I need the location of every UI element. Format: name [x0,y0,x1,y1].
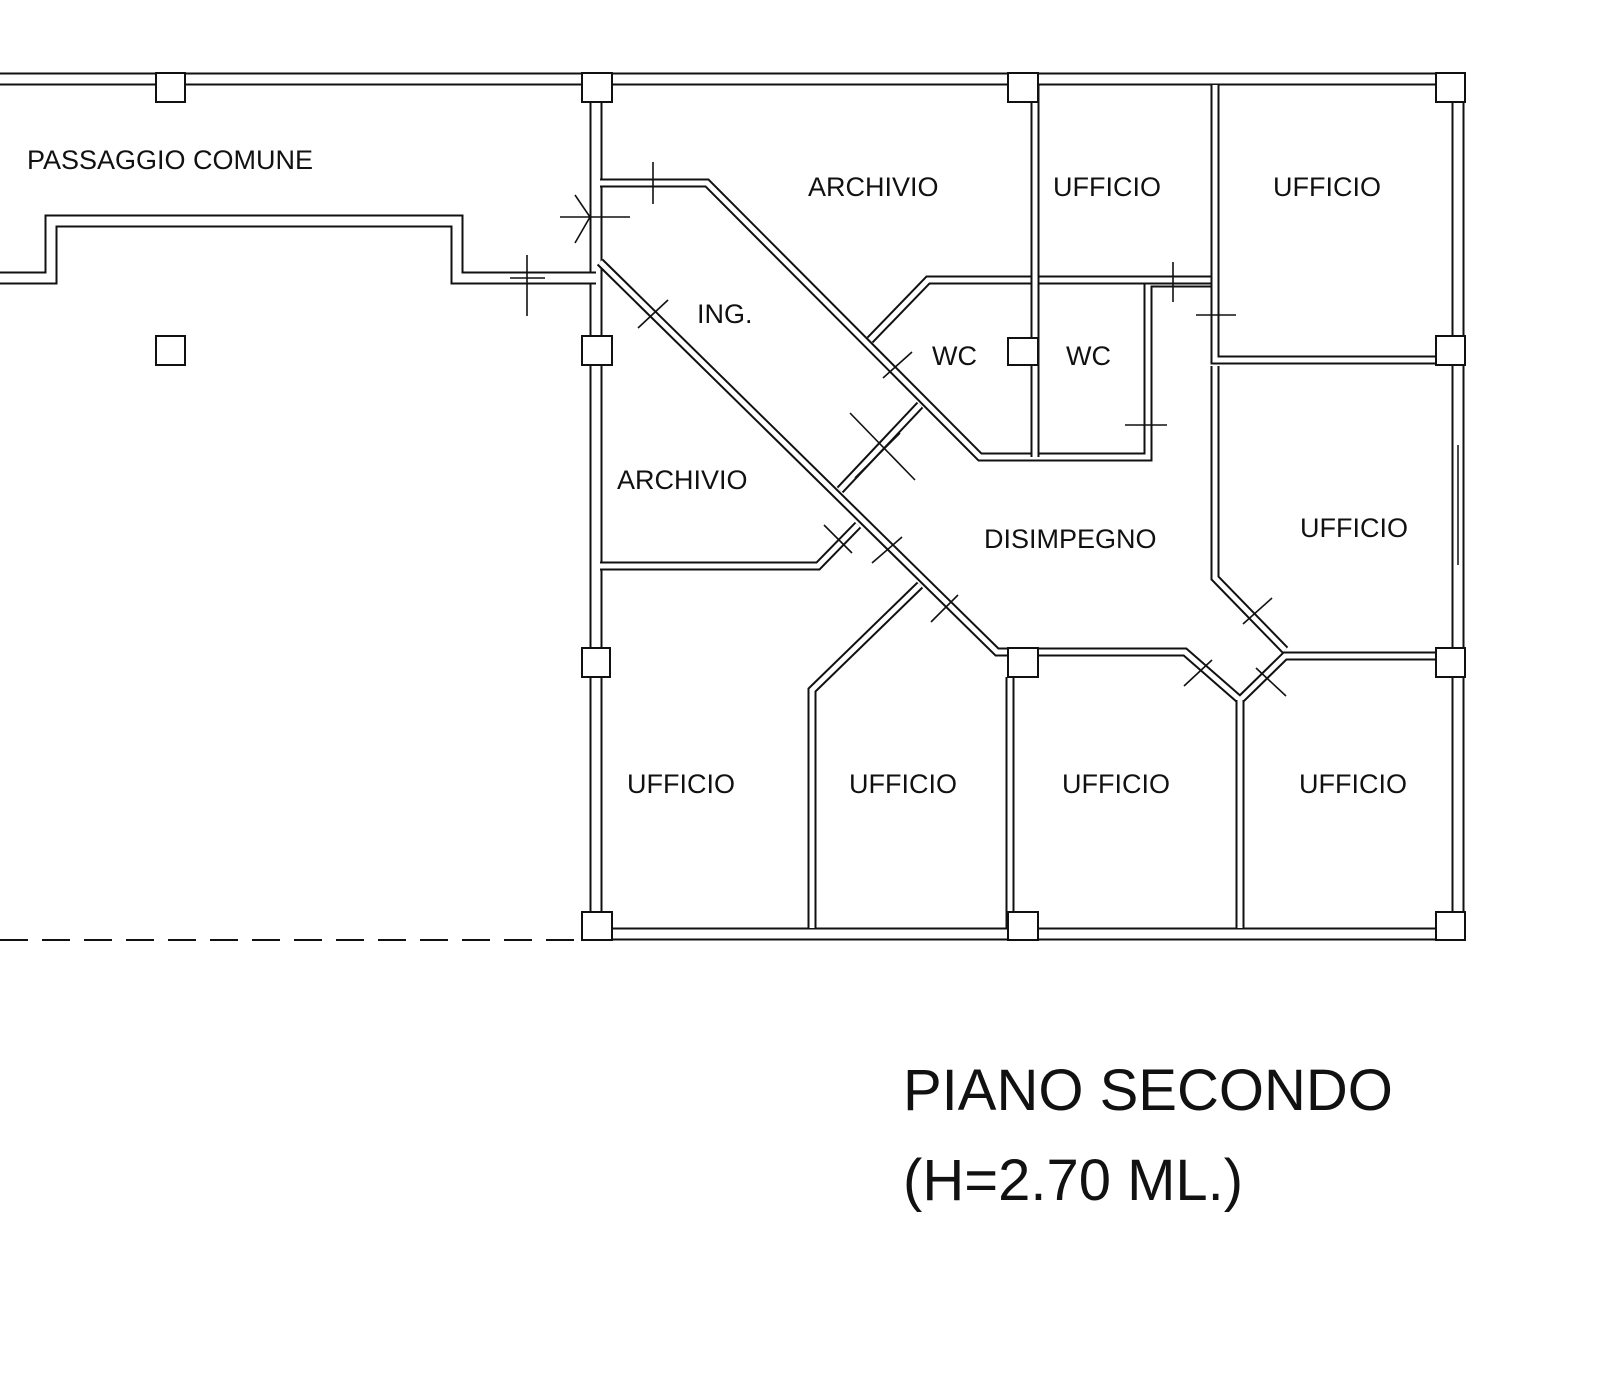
room-label-passaggio-comune: PASSAGGIO COMUNE [27,145,313,175]
column [1435,911,1466,941]
room-label-ufficio-top1: UFFICIO [1053,172,1161,202]
partition-wall [1212,85,1452,363]
column [1007,911,1039,941]
interior-walls [596,85,1452,928]
door-marker [823,524,853,554]
room-label-ingresso: ING. [697,299,753,329]
room-label-ufficio-top2: UFFICIO [1273,172,1381,202]
columns [155,72,1466,941]
room-label-ufficio-b4: UFFICIO [1299,769,1407,799]
partition-wall [600,521,862,571]
column [155,335,186,366]
door-marker [560,194,630,244]
door-marker [1183,659,1213,687]
column [581,72,613,103]
column [1007,72,1039,103]
room-labels: PASSAGGIO COMUNE ARCHIVIO UFFICIO UFFICI… [27,145,1408,799]
partition-wall [598,260,1010,655]
column [1435,335,1466,366]
plan-subtitle: (H=2.70 ML.) [903,1148,1243,1213]
plan-title: PIANO SECONDO [903,1058,1393,1123]
partition-wall [838,403,922,492]
room-label-ufficio-b2: UFFICIO [849,769,957,799]
door-marker [1172,262,1236,316]
room-label-wc1: WC [932,341,977,371]
door-marker [882,351,913,379]
door-marker [1255,667,1287,697]
column [1007,647,1039,678]
room-label-archivio-top: ARCHIVIO [808,172,939,202]
column [581,647,611,678]
door-marker [510,255,545,316]
partition-wall [600,523,860,569]
column [581,911,613,941]
room-label-ufficio-b3: UFFICIO [1062,769,1170,799]
door-markers [510,162,1287,697]
partition-wall [1212,366,1287,652]
door-marker [1242,597,1273,625]
column [581,335,613,366]
partition-wall [809,583,922,928]
column [1007,337,1039,366]
room-label-wc2: WC [1066,341,1111,371]
door-marker [930,594,959,623]
room-label-ufficio-b1: UFFICIO [627,769,735,799]
partition-wall [1210,366,1289,654]
column [1435,647,1466,678]
passage-wall [0,214,596,285]
room-label-ufficio-right: UFFICIO [1300,513,1408,543]
column [1435,72,1466,103]
partition-wall [1210,85,1452,365]
room-label-disimpegno: DISIMPEGNO [984,524,1157,554]
door-marker [637,299,669,329]
door-marker [871,536,903,564]
room-label-archivio-left: ARCHIVIO [617,465,748,495]
door-marker [849,412,916,481]
column [155,72,186,103]
partition-wall [868,277,1212,342]
